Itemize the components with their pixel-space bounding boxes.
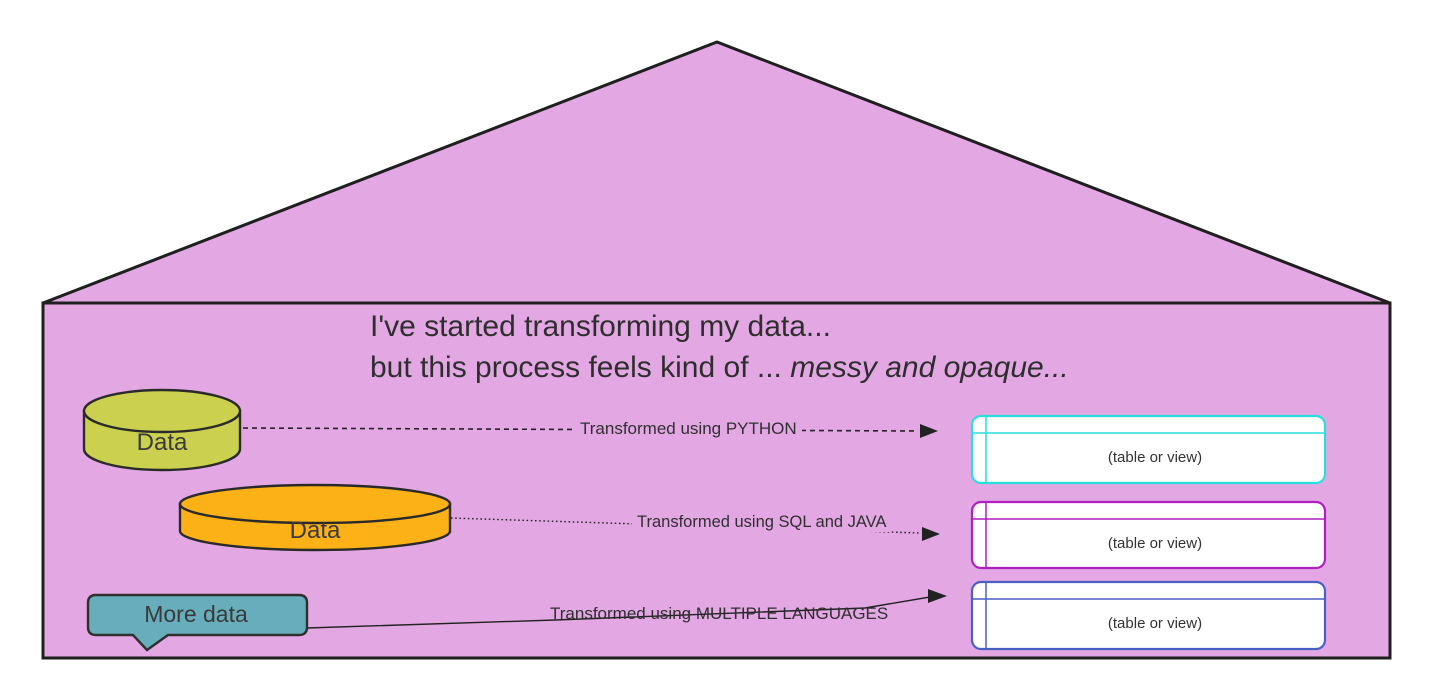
arrow-multiple-languages [306,589,947,629]
table-box-1 [970,414,1327,485]
database-cylinder-1 [82,388,242,472]
table-box-2 [970,500,1327,570]
arrowhead-icon [922,527,940,541]
database-cylinder-2 [178,483,452,552]
arrowhead-icon [920,424,938,438]
speech-bubble-shape [86,593,309,652]
page-title: I've started transforming my data... but… [370,306,1069,388]
title-line-1: I've started transforming my data... [370,310,831,343]
table-box-3 [970,580,1327,651]
house-roof-shape [42,40,1391,305]
title-line-2: but this process feels kind of ... messy… [370,351,1069,384]
arrowhead-icon [928,589,947,603]
